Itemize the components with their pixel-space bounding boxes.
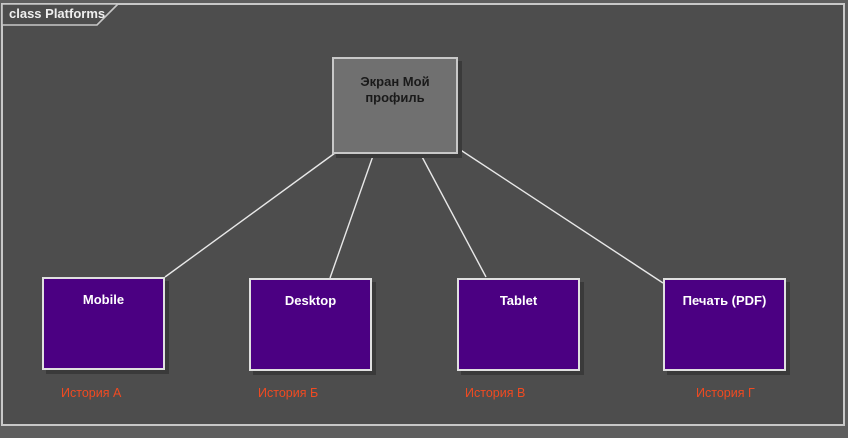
node-print-pdf[interactable]: Печать (PDF)	[663, 278, 786, 371]
node-desktop-label: Desktop	[284, 293, 337, 308]
frame-tab-shape	[1, 3, 120, 26]
node-desktop[interactable]: Desktop	[249, 278, 372, 371]
story-label-a[interactable]: История А	[61, 386, 122, 400]
node-print-pdf-label: Печать (PDF)	[682, 293, 767, 308]
connector-root-print[interactable]	[455, 146, 664, 284]
frame-tab-label: class Platforms	[9, 6, 106, 21]
connector-root-tablet[interactable]	[419, 152, 487, 278]
node-tablet[interactable]: Tablet	[457, 278, 580, 371]
node-mobile-label: Mobile	[82, 292, 125, 307]
node-root-screen[interactable]: Экран Мой профиль	[332, 57, 458, 154]
connector-root-desktop[interactable]	[329, 152, 375, 279]
node-mobile[interactable]: Mobile	[42, 277, 165, 370]
connector-root-mobile[interactable]	[164, 152, 336, 278]
story-label-g[interactable]: История Г	[696, 386, 755, 400]
node-root-label: Экран Мой профиль	[360, 74, 430, 105]
node-tablet-label: Tablet	[499, 293, 538, 308]
story-label-b[interactable]: История Б	[258, 386, 319, 400]
story-label-v[interactable]: История В	[465, 386, 526, 400]
